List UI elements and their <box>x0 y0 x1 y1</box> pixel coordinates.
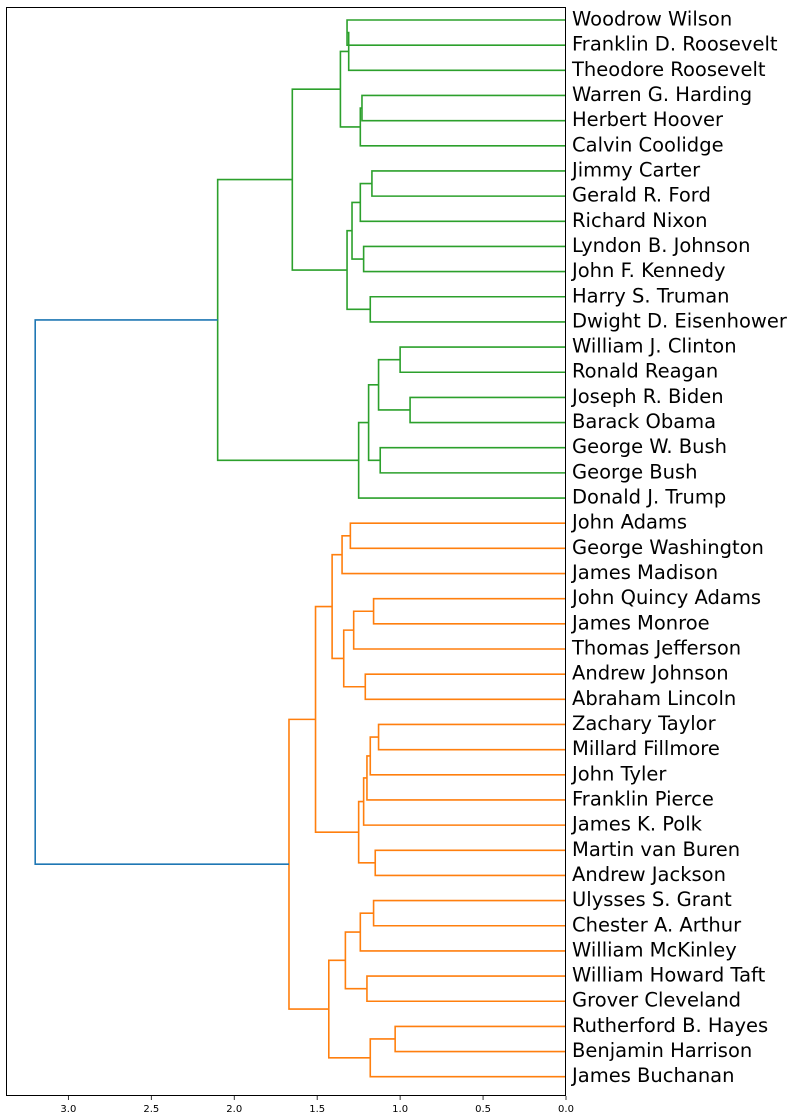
leaf-label: Millard Fillmore <box>572 737 720 760</box>
leaf-label: Theodore Roosevelt <box>571 58 766 81</box>
dendrogram-link <box>216 178 359 462</box>
x-axis: 3.0 2.5 2.0 1.5 1.0 0.5 0.0 <box>60 1096 574 1115</box>
leaf-label: Grover Cleveland <box>572 989 741 1012</box>
dendrogram-link <box>369 736 566 776</box>
leaf-label: Benjamin Harrison <box>572 1039 752 1062</box>
leaf-label: Lyndon B. Johnson <box>572 234 750 257</box>
leaf-label: Joseph R. Biden <box>570 385 724 408</box>
leaf-label: William J. Clinton <box>572 335 737 358</box>
leaf-label: Franklin D. Roosevelt <box>572 33 778 56</box>
leaf-label: Woodrow Wilson <box>572 8 732 31</box>
leaf-label: Richard Nixon <box>572 209 707 232</box>
dendrogram-link <box>342 629 366 688</box>
leaf-label: Calvin Coolidge <box>572 133 724 156</box>
dendrogram-link <box>346 19 566 46</box>
dendrogram-link <box>399 346 566 374</box>
dendrogram-link <box>34 319 289 866</box>
leaf-label: James Madison <box>570 561 718 584</box>
dendrogram-link <box>359 912 566 952</box>
dendrogram-link <box>344 931 367 990</box>
leaf-label: Franklin Pierce <box>572 787 714 810</box>
x-tick-label: 2.0 <box>226 1104 242 1115</box>
leaf-label: Donald J. Trump <box>572 486 726 509</box>
dendrogram-link <box>364 673 566 701</box>
dendrogram-link <box>357 421 566 499</box>
dendrogram-link <box>394 1025 566 1053</box>
leaf-label: Ronald Reagan <box>572 360 718 383</box>
dendrogram-link <box>362 777 566 826</box>
leaf-label: James Monroe <box>570 611 710 634</box>
dendrogram-link <box>377 358 411 411</box>
leaf-label: Barack Obama <box>572 410 716 433</box>
dendrogram-link <box>372 597 566 625</box>
leaf-label: Andrew Johnson <box>572 662 729 685</box>
leaf-label: Herbert Hoover <box>572 108 724 131</box>
leaf-label: James K. Polk <box>570 813 703 836</box>
dendrogram-link <box>288 718 329 1010</box>
dendrogram-link <box>409 396 566 424</box>
dendrogram-link <box>371 170 566 197</box>
leaf-label: James Buchanan <box>570 1064 734 1087</box>
x-tick-label: 0.0 <box>558 1104 574 1115</box>
dendrogram-link <box>359 107 566 147</box>
leaf-label: Rutherford B. Hayes <box>572 1014 768 1037</box>
leaf-label: George W. Bush <box>572 435 727 458</box>
leaf-label: John Quincy Adams <box>570 586 761 609</box>
dendrogram-link <box>341 534 566 575</box>
dendrogram-link <box>377 723 566 751</box>
dendrogram-link <box>331 553 344 660</box>
leaf-label: George Washington <box>572 536 764 559</box>
leaf-label: John Adams <box>570 511 687 534</box>
x-tick-label: 1.5 <box>309 1104 325 1115</box>
leaf-label: Ulysses S. Grant <box>572 888 732 911</box>
dendrogram-link <box>339 50 361 128</box>
plot-area-frame <box>6 7 566 1096</box>
leaf-label: William McKinley <box>572 938 737 961</box>
leaf-label: George Bush <box>572 460 698 483</box>
leaf-label: Zachary Taylor <box>572 712 717 735</box>
leaf-label: Abraham Lincoln <box>572 687 736 710</box>
dendrogram-link <box>374 849 566 877</box>
x-tick-label: 0.5 <box>475 1104 491 1115</box>
dendrogram-links <box>34 19 566 1078</box>
dendrogram-link <box>366 755 566 801</box>
leaf-label: John Tyler <box>570 762 667 785</box>
dendrogram-link <box>314 605 359 833</box>
dendrogram-link <box>379 446 566 474</box>
x-tick-label: 2.5 <box>143 1104 159 1115</box>
dendrogram-link <box>369 295 566 323</box>
leaf-label: Harry S. Truman <box>572 284 730 307</box>
leaf-label: Martin van Buren <box>572 838 740 861</box>
dendrogram-link <box>291 88 348 271</box>
dendrogram-link <box>361 94 566 122</box>
leaf-label: Thomas Jefferson <box>571 637 741 660</box>
leaf-label: John F. Kennedy <box>570 259 726 282</box>
dendrogram-link <box>327 959 371 1059</box>
dendrogram-link <box>369 1038 566 1078</box>
dendrogram-link <box>346 229 371 311</box>
leaf-label: Warren G. Harding <box>572 83 752 106</box>
leaf-label: Dwight D. Eisenhower <box>572 309 788 332</box>
dendrogram-link <box>347 31 566 72</box>
dendrogram-link <box>359 182 566 223</box>
dendrogram-link <box>362 245 566 273</box>
leaf-label: Jimmy Carter <box>570 158 701 181</box>
dendrogram-link <box>352 610 566 650</box>
dendrogram-link <box>349 522 566 550</box>
leaf-label: Gerald R. Ford <box>572 184 711 207</box>
x-tick-label: 1.0 <box>392 1104 408 1115</box>
leaf-label: Chester A. Arthur <box>572 913 742 936</box>
dendrogram-link <box>351 201 364 260</box>
dendrogram-link <box>357 800 376 864</box>
leaf-label: William Howard Taft <box>572 964 766 987</box>
dendrogram-link <box>372 899 566 927</box>
dendrogram-link <box>366 975 566 1003</box>
x-tick-label: 3.0 <box>60 1104 76 1115</box>
leaf-label: Andrew Jackson <box>572 863 726 886</box>
